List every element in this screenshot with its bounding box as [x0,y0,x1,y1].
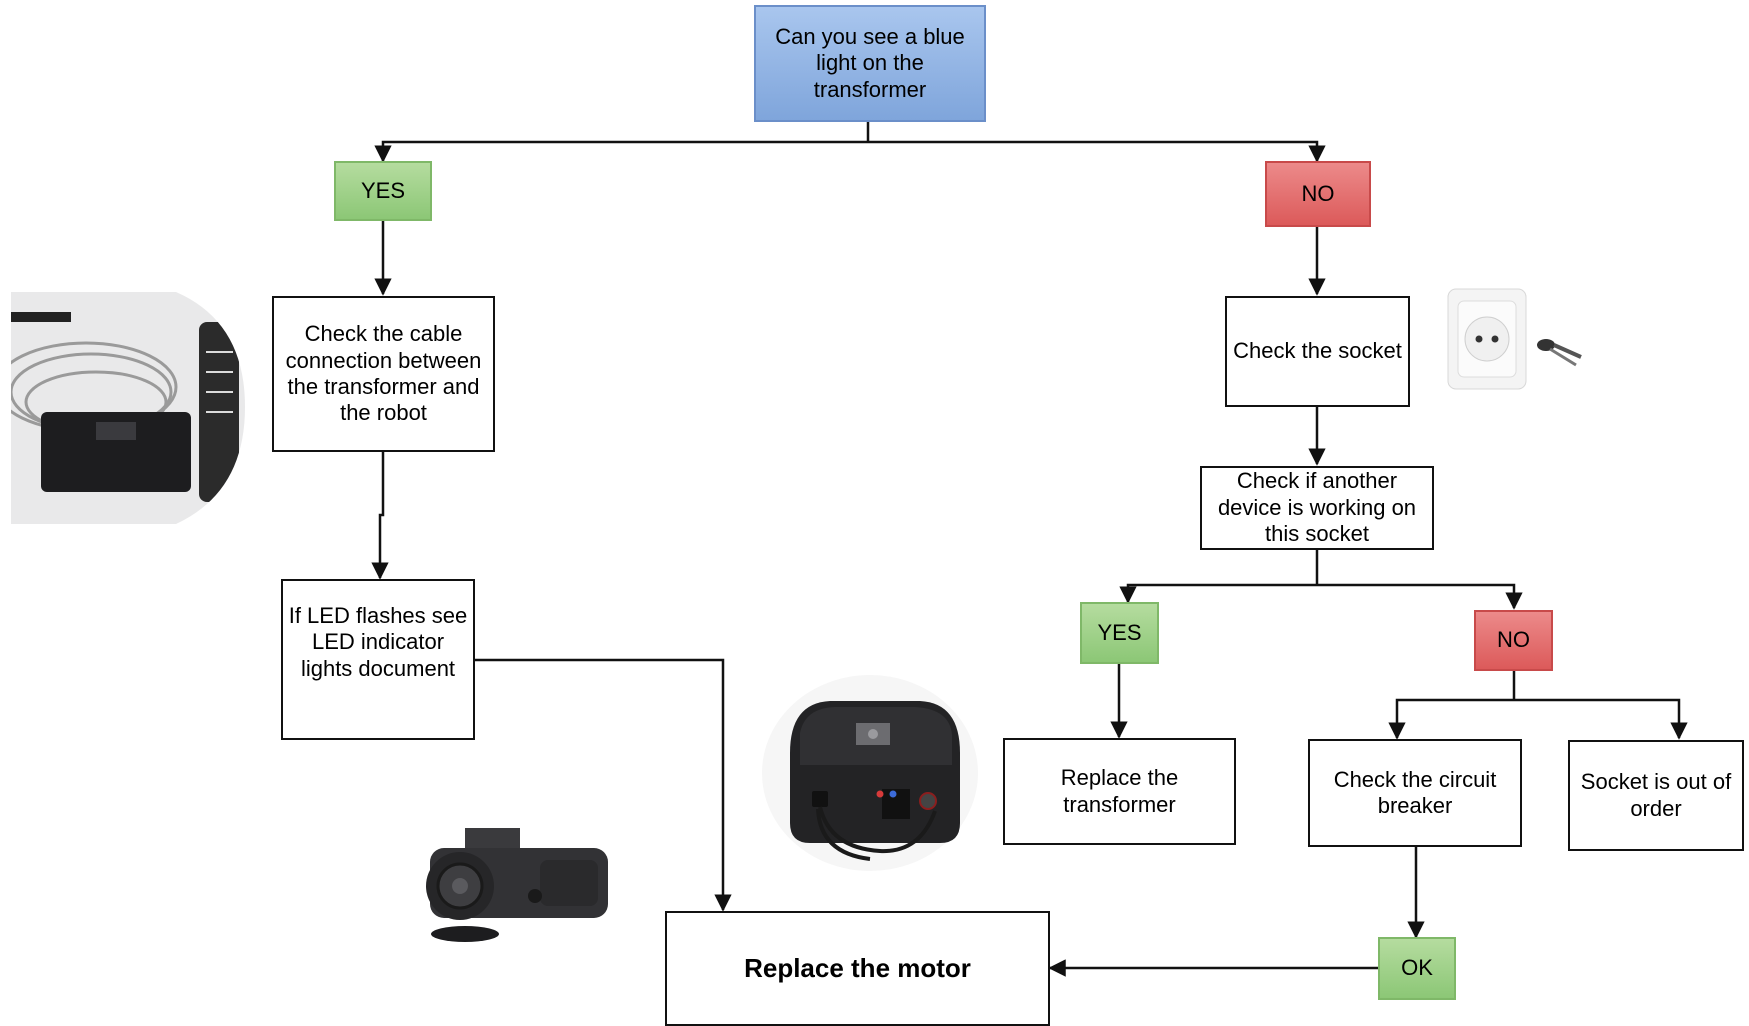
arrow-cable-to-led [371,452,389,580]
arrow-to-breaker [1388,698,1514,740]
ok-badge: OK [1378,937,1456,1000]
check-socket-box: Check the socket [1225,296,1410,407]
check-cable-box: Check the cable connection between the t… [272,296,495,452]
replace-transformer-box: Replace the transformer [1003,738,1236,845]
check-breaker-box: Check the circuit breaker [1308,739,1522,847]
arrow-to-socket-out [1514,698,1688,740]
arrow-to-yes-device [1119,583,1317,604]
no-badge-right: NO [1265,161,1371,227]
yes-badge-device: YES [1080,602,1159,664]
arrow-to-yes [374,140,868,163]
arrow-to-no-device [1317,583,1523,610]
cable-photo [11,292,245,524]
arrow-to-no [868,140,1326,163]
replace-motor-box: Replace the motor [665,911,1050,1026]
motor-photo [426,828,608,942]
yes-badge-left: YES [334,161,432,221]
transformer-photo [762,675,978,871]
question-box: Can you see a blue light on the transfor… [754,5,986,122]
arrow-led-to-motor [474,658,732,912]
check-other-device-box: Check if another device is working on th… [1200,466,1434,550]
socket-photo [1447,288,1582,390]
socket-out-box: Socket is out of order [1568,740,1744,851]
no-badge-device: NO [1474,610,1553,671]
led-flashes-box: If LED flashes see LED indicator lights … [281,579,475,740]
